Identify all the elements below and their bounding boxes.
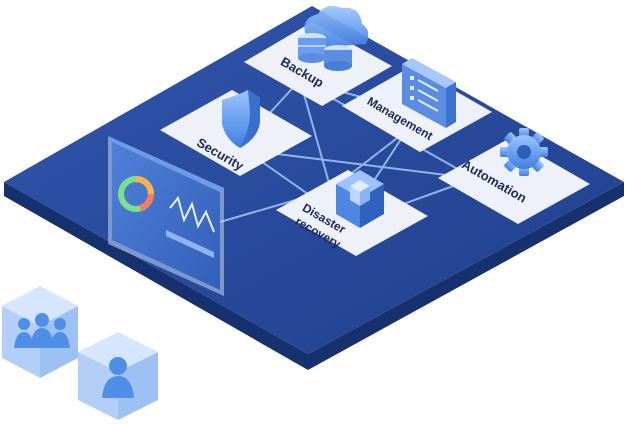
platform-top — [4, 6, 624, 354]
checklist-document-icon — [402, 58, 456, 128]
node-card — [438, 138, 590, 224]
cloud-database-icon — [298, 6, 369, 71]
node-card — [244, 22, 392, 106]
platform — [4, 6, 624, 370]
monitor-dashboard-icon — [108, 136, 224, 296]
user-icon — [78, 332, 158, 420]
user-group-icon — [2, 286, 78, 378]
shield-icon — [222, 90, 260, 148]
cube-icon — [336, 170, 384, 228]
connector-line — [244, 149, 471, 179]
gear-icon — [500, 128, 548, 176]
